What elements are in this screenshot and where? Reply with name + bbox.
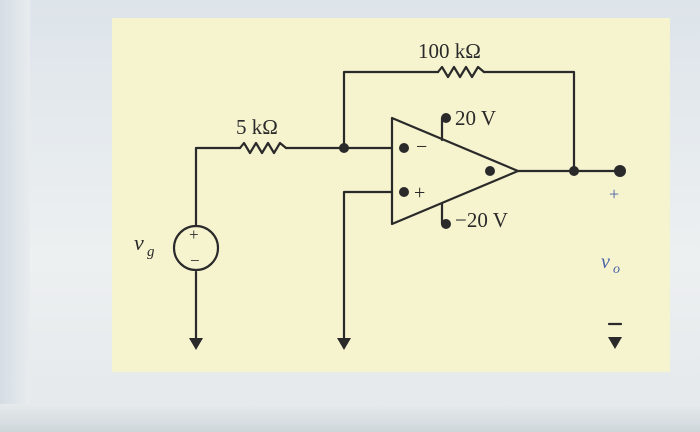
- wire-feedback-right: [482, 70, 576, 173]
- source-minus-sign: −: [190, 251, 200, 270]
- output-minus-arrow: [608, 337, 622, 349]
- wire-source-top: [194, 146, 242, 228]
- source-plus-sign: +: [189, 225, 199, 244]
- wire-feedback-left: [342, 70, 440, 150]
- negative-supply-label: −20 V: [455, 208, 508, 232]
- opamp-inverting-pin: [399, 143, 409, 153]
- left-edge-shadow: [0, 0, 30, 432]
- supply-dot-positive: [441, 113, 451, 123]
- bottom-edge-shadow: [0, 404, 700, 432]
- feedback-resistor: [436, 65, 486, 79]
- opamp-plus-sign: +: [414, 182, 425, 204]
- feedback-resistor-label: 100 kΩ: [418, 39, 481, 63]
- opamp-output-pin: [485, 166, 495, 176]
- input-resistor-label: 5 kΩ: [236, 115, 278, 139]
- output-label-subscript: o: [613, 262, 620, 277]
- opamp-body: [390, 116, 520, 226]
- ground-arrow-source: [189, 338, 203, 350]
- positive-supply-label: 20 V: [455, 106, 496, 130]
- output-label: v: [601, 251, 610, 273]
- input-resistor: [238, 141, 288, 155]
- ground-arrow-noninverting: [337, 338, 351, 350]
- output-terminal: [614, 165, 626, 177]
- node-output: [569, 166, 579, 176]
- source-label-subscript: g: [147, 244, 155, 260]
- wire-noninverting: [342, 190, 394, 342]
- output-plus-sign: +: [609, 184, 619, 204]
- opamp-minus-sign: −: [416, 136, 427, 158]
- supply-dot-negative: [441, 219, 451, 229]
- source-label: v: [134, 230, 144, 255]
- node-inverting: [339, 143, 349, 153]
- voltage-source: [172, 224, 220, 272]
- opamp-noninverting-pin: [399, 187, 409, 197]
